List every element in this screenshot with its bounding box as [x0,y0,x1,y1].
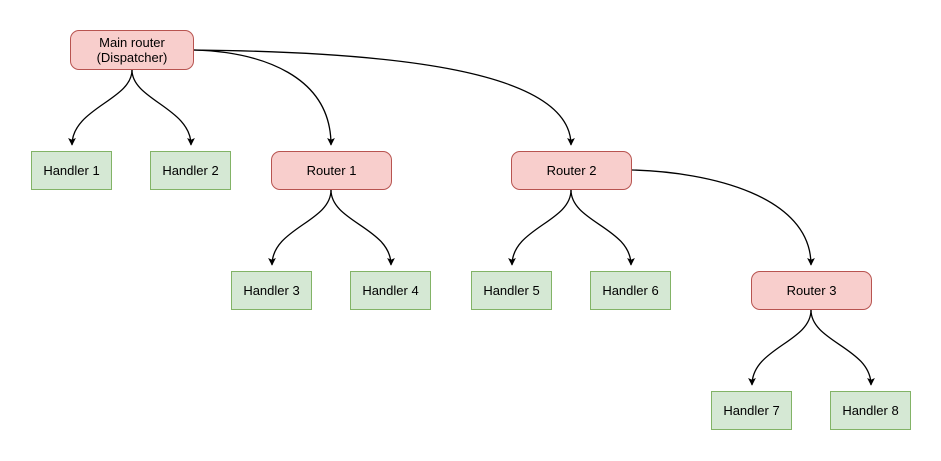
edge-router-2-to-router-3 [631,169,815,266]
node-label-router-3: Router 3 [786,283,837,298]
node-handler-4[interactable]: Handler 4 [350,271,431,310]
node-handler-7[interactable]: Handler 7 [711,391,792,430]
edge-main-to-handler-1 [68,69,133,146]
node-handler-2[interactable]: Handler 2 [150,151,231,190]
node-label-handler-2: Handler 2 [162,163,219,178]
node-handler-3[interactable]: Handler 3 [231,271,312,310]
node-label-handler-8: Handler 8 [842,403,899,418]
node-handler-1[interactable]: Handler 1 [31,151,112,190]
node-router-3[interactable]: Router 3 [751,271,872,310]
edge-main-to-router-2 [193,49,575,146]
edge-router-1-to-handler-3 [268,189,332,266]
node-label-main-router: Main router (Dispatcher) [96,35,168,65]
node-router-2[interactable]: Router 2 [511,151,632,190]
node-label-handler-3: Handler 3 [243,283,300,298]
edge-main-to-handler-2 [131,69,195,146]
node-router-1[interactable]: Router 1 [271,151,392,190]
node-handler-6[interactable]: Handler 6 [590,271,671,310]
node-label-handler-6: Handler 6 [602,283,659,298]
edge-router-2-to-handler-6 [570,189,635,266]
edge-router-3-to-handler-7 [748,309,812,386]
node-main-router[interactable]: Main router (Dispatcher) [70,30,194,70]
edge-router-3-to-handler-8 [810,309,875,386]
node-handler-5[interactable]: Handler 5 [471,271,552,310]
node-handler-8[interactable]: Handler 8 [830,391,911,430]
edge-router-2-to-handler-5 [508,189,572,266]
node-label-handler-5: Handler 5 [483,283,540,298]
node-label-handler-7: Handler 7 [723,403,780,418]
node-label-handler-1: Handler 1 [43,163,100,178]
edge-router-1-to-handler-4 [330,189,395,266]
node-label-router-1: Router 1 [306,163,357,178]
node-label-handler-4: Handler 4 [362,283,419,298]
edge-main-to-router-1 [193,49,335,146]
node-label-router-2: Router 2 [546,163,597,178]
